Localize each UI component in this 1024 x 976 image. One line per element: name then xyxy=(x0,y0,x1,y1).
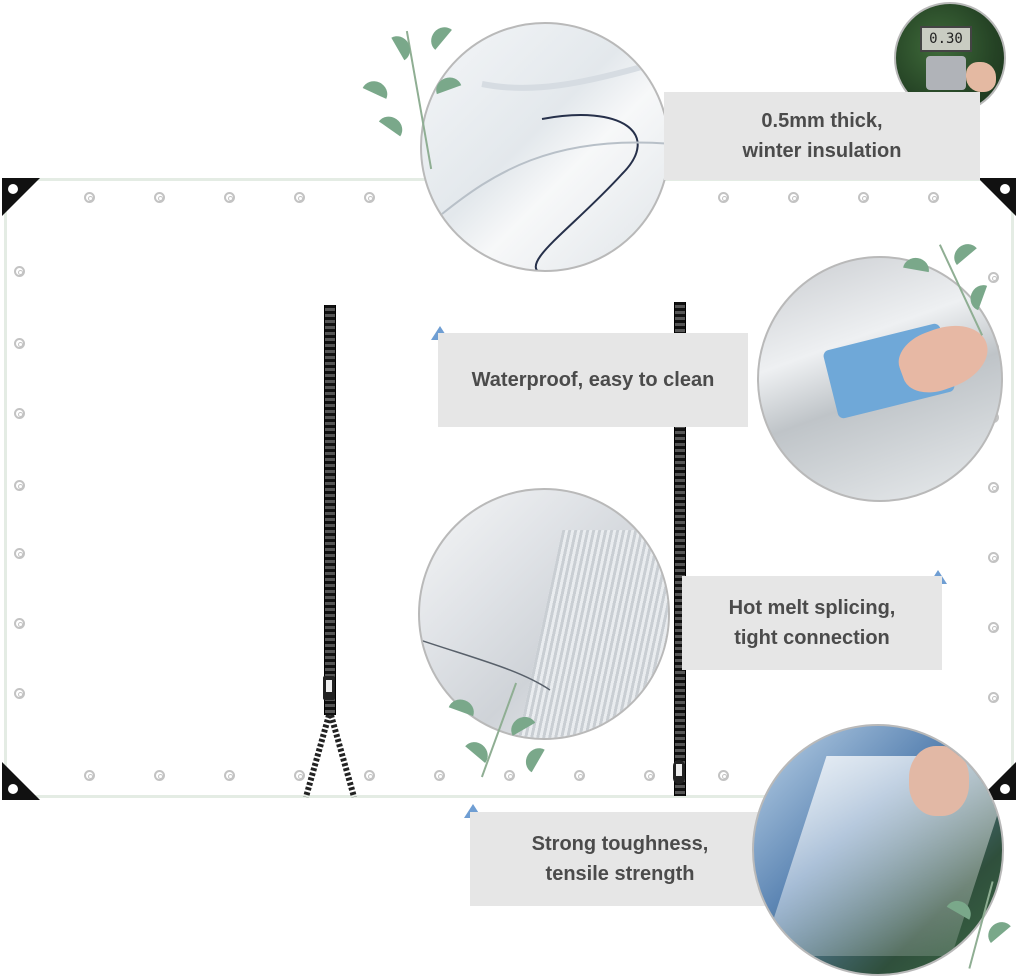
grommet-icon xyxy=(988,622,999,633)
grommet-icon xyxy=(988,552,999,563)
grommet-icon xyxy=(14,266,25,277)
feature-label-splicing: Hot melt splicing, tight connection xyxy=(682,576,942,670)
feature-line: tensile strength xyxy=(545,863,695,885)
grommet-icon xyxy=(294,770,305,781)
feature-label-thickness: 0.5mm thick, winter insulation xyxy=(664,92,980,180)
grommet-icon xyxy=(644,770,655,781)
grommet-icon xyxy=(14,480,25,491)
feature-label-toughness: Strong toughness, tensile strength xyxy=(470,812,770,906)
tensile-circle xyxy=(752,724,1004,976)
zipper-pull-icon xyxy=(673,760,685,784)
grommet-icon xyxy=(14,408,25,419)
leaf-icon xyxy=(440,680,560,790)
feature-line: Strong toughness, xyxy=(531,833,709,855)
zipper-open-icon xyxy=(303,715,357,798)
grommet-icon xyxy=(84,770,95,781)
grommet-icon xyxy=(504,770,515,781)
grommet-icon xyxy=(364,192,375,203)
grommet-icon xyxy=(988,272,999,283)
grommet-icon xyxy=(988,692,999,703)
gauge-display: 0.30 xyxy=(920,26,972,52)
grommet-icon xyxy=(434,770,445,781)
leaf-icon xyxy=(900,239,1010,340)
feature-line: Waterproof, easy to clean xyxy=(471,369,715,391)
grommet-icon xyxy=(14,688,25,699)
grommet-icon xyxy=(718,192,729,203)
grommet-icon xyxy=(718,770,729,781)
feature-label-waterproof: Waterproof, easy to clean xyxy=(438,333,748,427)
leaf-icon xyxy=(940,880,1020,970)
grommet-icon xyxy=(154,192,165,203)
gauge-reading: 0.30 xyxy=(929,31,963,47)
splicing-circle xyxy=(418,488,670,740)
feature-line: Hot melt splicing, xyxy=(728,597,896,619)
grommet-icon xyxy=(224,192,235,203)
zipper-pull-icon xyxy=(323,676,335,700)
cleaning-circle xyxy=(757,256,1003,502)
grommet-icon xyxy=(364,770,375,781)
grommet-icon xyxy=(14,618,25,629)
leaf-icon xyxy=(360,20,480,170)
grommet-icon xyxy=(928,192,939,203)
grommet-icon xyxy=(14,338,25,349)
grommet-icon xyxy=(224,770,235,781)
grommet-icon xyxy=(154,770,165,781)
grommet-icon xyxy=(988,482,999,493)
grommet-icon xyxy=(14,548,25,559)
feature-line: 0.5mm thick, xyxy=(761,110,883,132)
grommet-icon xyxy=(858,192,869,203)
grommet-icon xyxy=(574,770,585,781)
zipper-icon xyxy=(324,305,336,715)
feature-line: tight connection xyxy=(734,627,890,649)
grommet-icon xyxy=(84,192,95,203)
grommet-icon xyxy=(294,192,305,203)
feature-line: winter insulation xyxy=(742,140,902,162)
grommet-icon xyxy=(788,192,799,203)
